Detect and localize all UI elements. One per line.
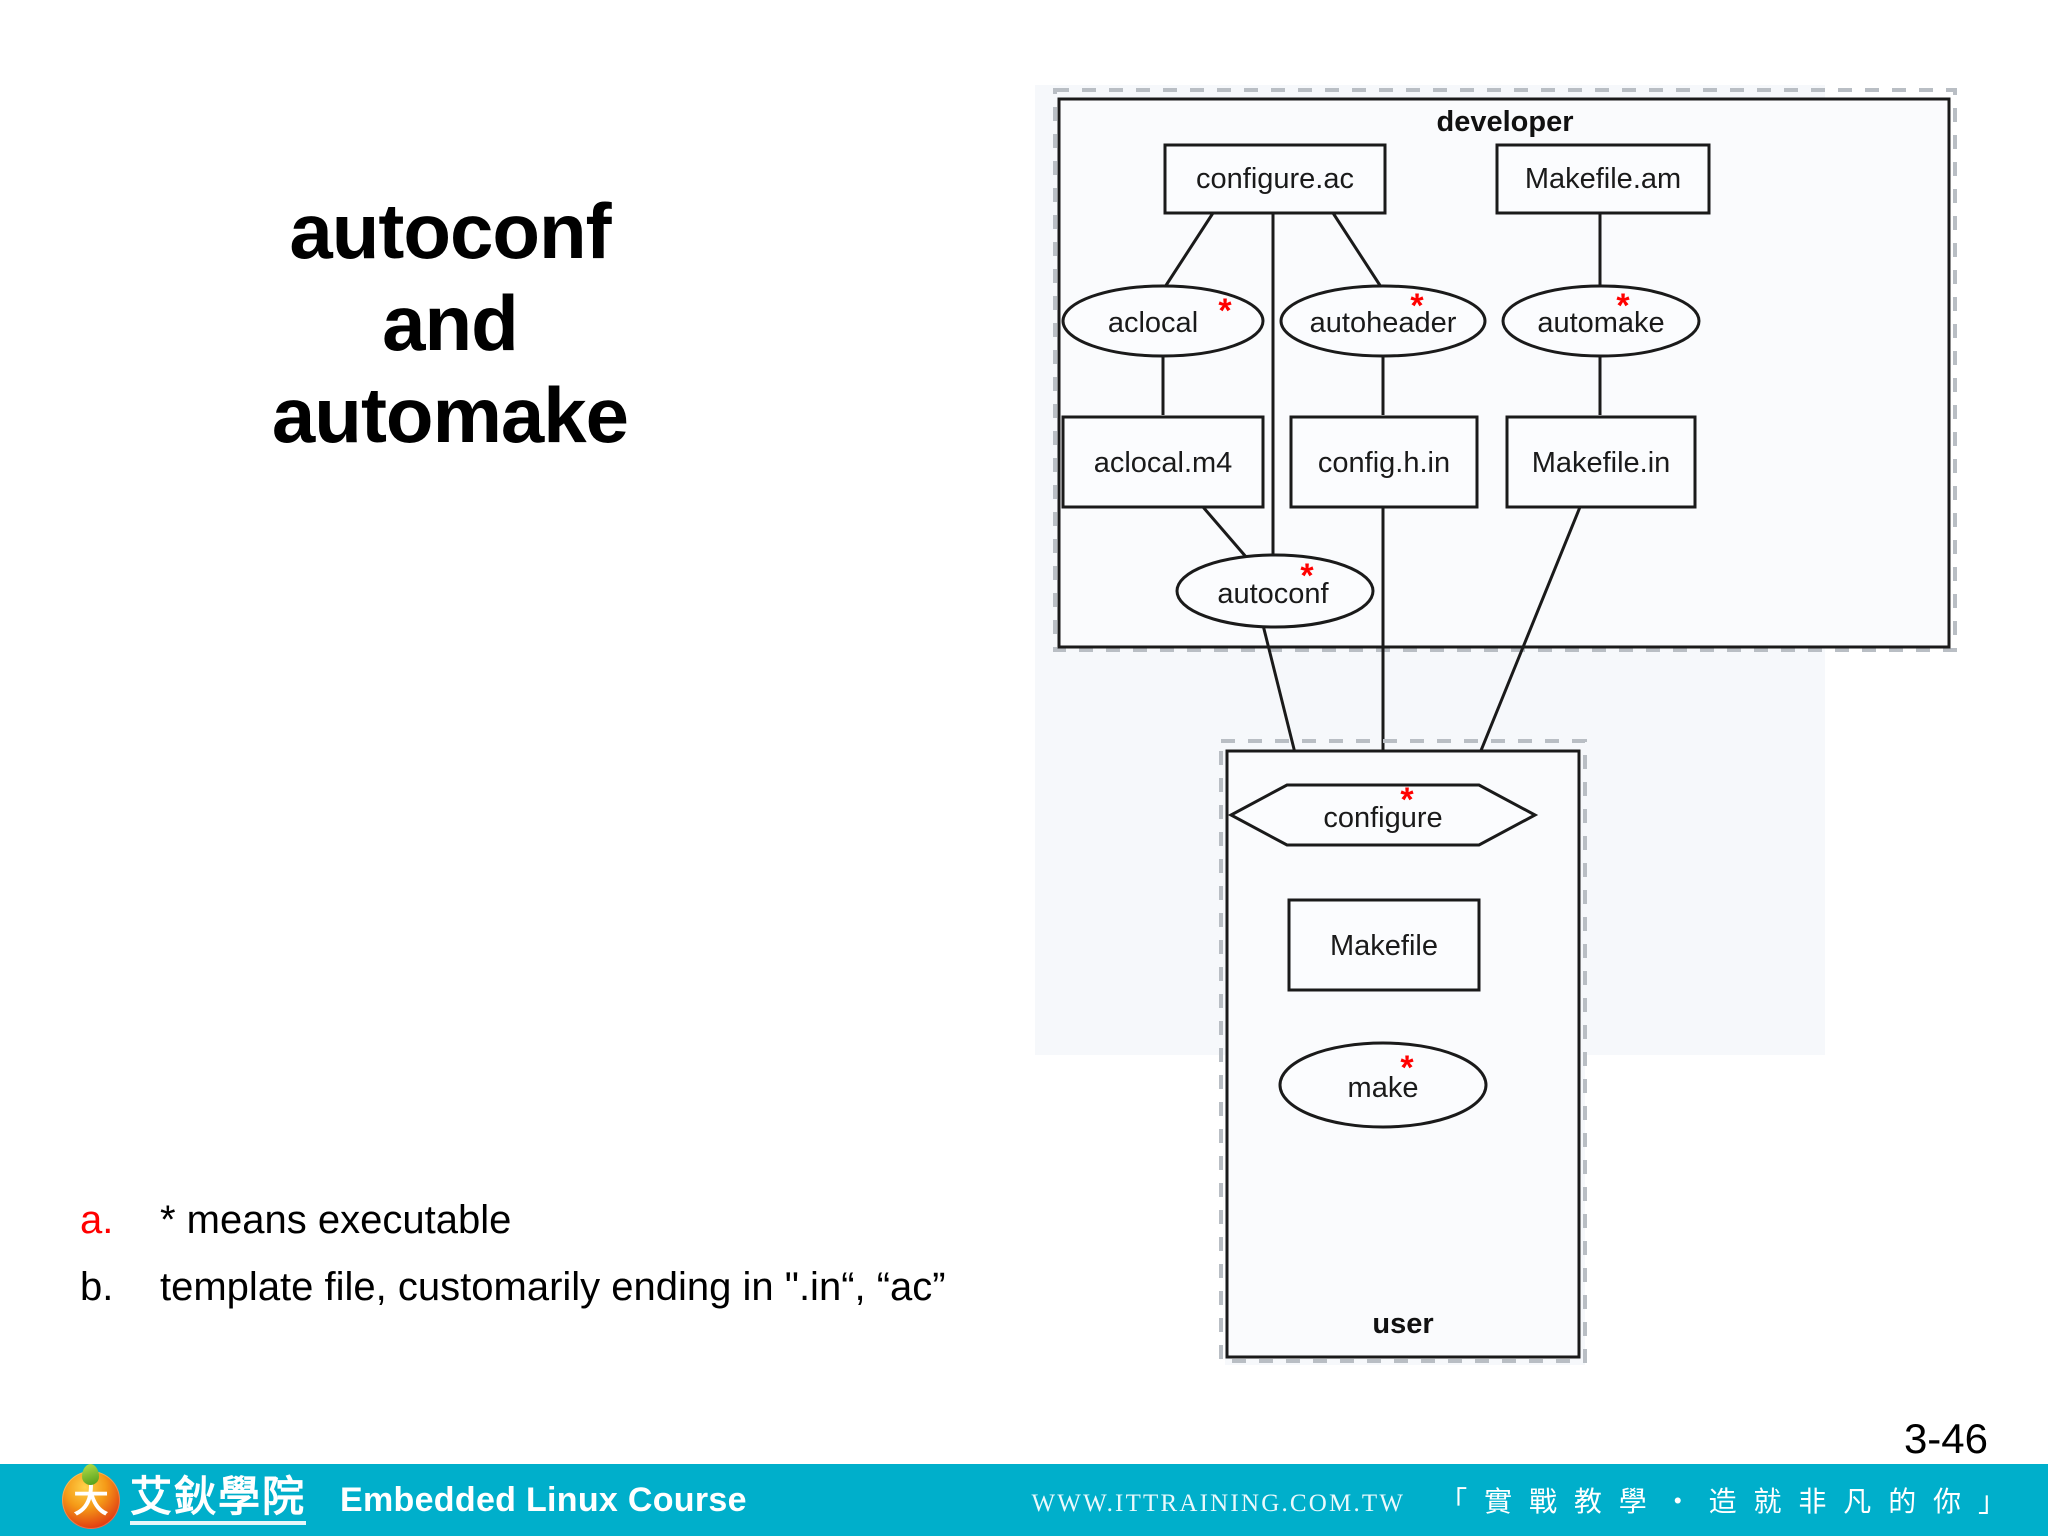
list-item: a. * means executable (80, 1195, 1230, 1246)
notes-list: a. * means executable b. template file, … (80, 1195, 1230, 1329)
page-number: 3-46 (1903, 1415, 1988, 1462)
executable-star-icon: * (1410, 287, 1424, 325)
automake-ellipse (1501, 284, 1701, 358)
list-item-text: * means executable (160, 1198, 512, 1242)
list-item-marker: b. (80, 1265, 114, 1310)
makefile-box (1287, 898, 1481, 992)
footer-bar: 大 艾鈥學院 Embedded Linux Course WWW.ITTRAIN… (0, 1464, 2048, 1536)
makefile-in-box (1505, 415, 1697, 509)
aclocal-label: aclocal (1108, 307, 1198, 339)
configure-hexagon (1227, 783, 1539, 847)
makefile-label: Makefile (1330, 930, 1438, 962)
edge-configureac-aclocal (1161, 212, 1215, 291)
node-config-h-in[interactable]: config.h.in (1289, 415, 1479, 509)
aclocal-ellipse (1061, 284, 1265, 358)
config-h-in-box (1289, 415, 1479, 509)
course-title: Embedded Linux Course (340, 1480, 747, 1519)
configure-ac-label: configure.ac (1196, 163, 1354, 195)
node-makefile-am[interactable]: Makefile.am (1495, 143, 1711, 215)
make-ellipse (1278, 1041, 1488, 1129)
list-item: b. template file, customarily ending in … (80, 1262, 1230, 1313)
edge-configureac-autoheader (1331, 212, 1385, 291)
list-item-marker: a. (80, 1198, 114, 1242)
node-autoheader[interactable]: autoheader * (1279, 284, 1487, 358)
configure-ac-box (1163, 143, 1387, 215)
title-line-3: automake (271, 371, 629, 460)
node-make[interactable]: make * (1278, 1041, 1488, 1129)
node-makefile-in[interactable]: Makefile.in (1505, 415, 1697, 509)
node-configure[interactable]: configure * (1227, 781, 1539, 847)
aclocal-m4-label: aclocal.m4 (1094, 447, 1233, 479)
autotools-flow-diagram: developer (1035, 85, 1995, 1375)
node-aclocal[interactable]: aclocal * (1061, 284, 1265, 358)
developer-group-label: developer (1437, 106, 1574, 138)
makefile-am-box (1495, 143, 1711, 215)
node-configure-ac[interactable]: configure.ac (1163, 143, 1387, 215)
autoconf-ellipse (1175, 553, 1375, 629)
node-autoconf[interactable]: autoconf * (1175, 553, 1375, 629)
aclocal-m4-box (1061, 415, 1265, 509)
autoheader-ellipse (1279, 284, 1487, 358)
footer-right-group: WWW.ITTRAINING.COM.TW 「 實 戰 教 學 ・ 造 就 非 … (1032, 1480, 2011, 1520)
list-item-text: template file, customarily ending in ".i… (160, 1265, 946, 1310)
user-group-label: user (1372, 1308, 1433, 1340)
leaf-icon (82, 1464, 99, 1485)
makefile-in-label: Makefile.in (1532, 447, 1671, 479)
executable-star-icon: * (1400, 1049, 1414, 1087)
logo-glyph: 大 (73, 1480, 109, 1521)
executable-star-icon: * (1218, 292, 1232, 330)
edge-makefilein-configure (1465, 506, 1582, 786)
config-h-in-label: config.h.in (1318, 447, 1450, 479)
executable-star-icon: * (1616, 287, 1630, 325)
executable-star-icon: * (1400, 781, 1414, 819)
node-aclocal-m4[interactable]: aclocal.m4 (1061, 415, 1265, 509)
logo-badge-icon: 大 (62, 1464, 120, 1529)
page-title: autoconf and automake (150, 185, 750, 461)
makefile-am-label: Makefile.am (1525, 163, 1681, 195)
website-url[interactable]: WWW.ITTRAINING.COM.TW (1031, 1490, 1406, 1517)
brand-slogan: 「 實 戰 教 學 ・ 造 就 非 凡 的 你 」 (1439, 1485, 2010, 1518)
logo-chinese-name: 艾鈥學院 (130, 1475, 307, 1525)
title-line-1: autoconf (289, 187, 611, 275)
user-dashed-frame (1219, 739, 1587, 1363)
automake-label: automake (1537, 307, 1664, 339)
node-makefile[interactable]: Makefile (1287, 898, 1481, 992)
configure-label: configure (1323, 802, 1442, 834)
autoconf-label: autoconf (1217, 578, 1329, 610)
title-line-2: and (382, 279, 519, 368)
executable-star-icon: * (1300, 557, 1314, 595)
autoheader-label: autoheader (1310, 307, 1457, 339)
make-label: make (1348, 1072, 1419, 1104)
node-automake[interactable]: automake * (1501, 284, 1701, 358)
brand-logo[interactable]: 大 艾鈥學院 (62, 1464, 307, 1529)
